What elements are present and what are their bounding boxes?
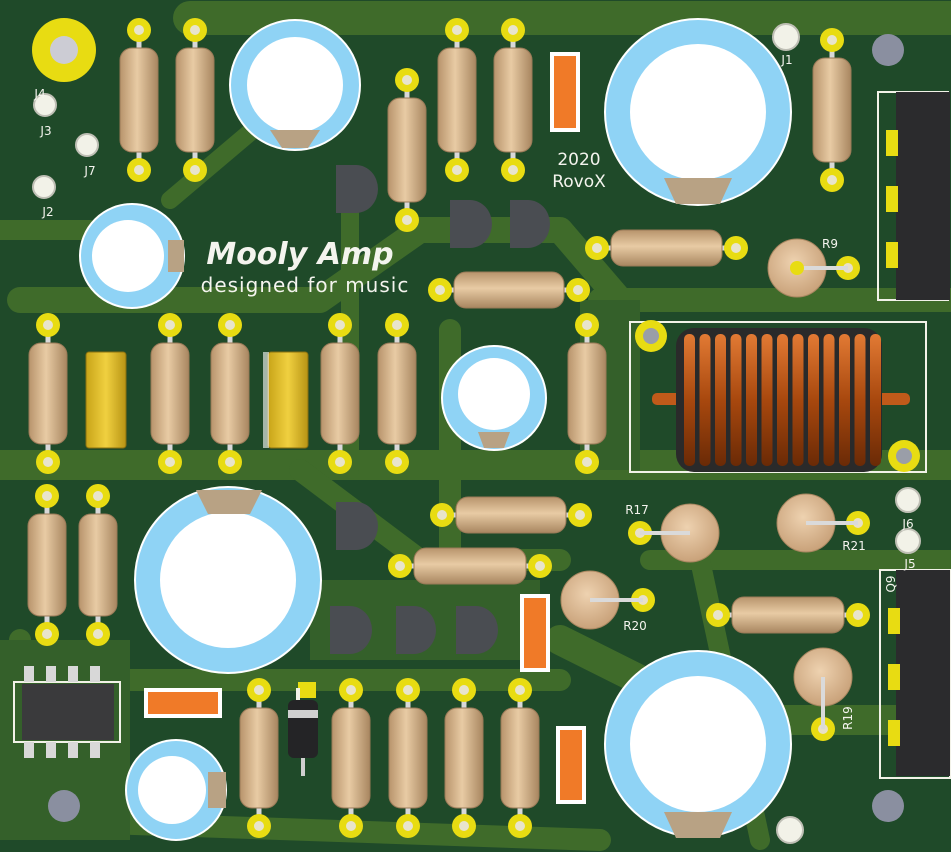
label-j7: J7 [83,164,95,178]
j4-connector-pad [32,18,96,82]
resistor-h [388,547,552,585]
resistor-v [320,313,360,474]
board-subtitle: designed for music [201,273,410,297]
r17-part [628,503,720,563]
ic-dip8 [13,666,121,758]
cap-big-left [134,486,322,674]
label-r17: R17 [625,503,649,517]
silkscreen-text: Mooly Amp designed for music 2020 RovoX … [33,53,915,730]
inductor [629,320,927,473]
film-capacitors [85,351,309,449]
resistor-v [812,28,852,192]
label-r9: R9 [822,237,838,251]
test-pads [32,23,921,844]
resistor-v [119,18,159,182]
cap-top-right [604,18,792,206]
resistor-h [428,271,590,309]
r20-part [560,570,655,630]
r19-part [793,647,853,741]
cap-center [441,345,547,451]
resistor-v [331,678,371,838]
resistor-v [78,484,118,646]
cap-bottom-right [604,650,792,838]
resistor-v [493,18,533,182]
resistor-v [500,678,540,838]
smd-parts [144,52,586,804]
resistor-v [210,313,250,474]
label-r21: R21 [842,539,866,553]
resistor-h [430,496,592,534]
resistor-h [706,596,870,634]
label-j1: J1 [780,53,792,67]
electrolytic-capacitors [79,18,792,841]
label-j3: J3 [39,124,51,138]
resistor-v [388,678,428,838]
resistors-horizontal [388,229,870,634]
resistor-h [585,229,748,267]
resistor-v [239,678,279,838]
label-j5: J5 [903,557,915,571]
power-transistor-top [877,91,950,301]
resistor-v [444,678,484,838]
r21-part [776,493,870,553]
board-year: 2020 [557,150,600,170]
mounting-holes [48,34,904,822]
resistor-v [387,68,427,232]
resistor-v [27,484,67,646]
label-q9: Q9 [884,575,898,592]
r9-part [767,238,860,298]
cap-left-mid [79,203,185,309]
label-r20: R20 [623,619,647,633]
resistor-v [150,313,190,474]
to92-transistors [330,165,550,654]
label-j4: J4 [33,87,45,101]
power-transistor-q9 [879,569,951,779]
label-j6: J6 [901,517,913,531]
resistor-v [175,18,215,182]
label-r19: R19 [841,706,855,730]
trim-resistors [560,238,870,741]
resistor-v [28,313,68,474]
board-author: RovoX [552,172,606,192]
resistors-vertical [27,18,852,838]
diode [288,682,318,776]
resistor-v [437,18,477,182]
cap-top-left [229,19,361,151]
resistor-v [567,313,607,474]
resistor-v [377,313,417,474]
board-title: Mooly Amp [206,237,393,272]
label-j2: J2 [41,205,53,219]
cap-bottom-left [125,739,227,841]
